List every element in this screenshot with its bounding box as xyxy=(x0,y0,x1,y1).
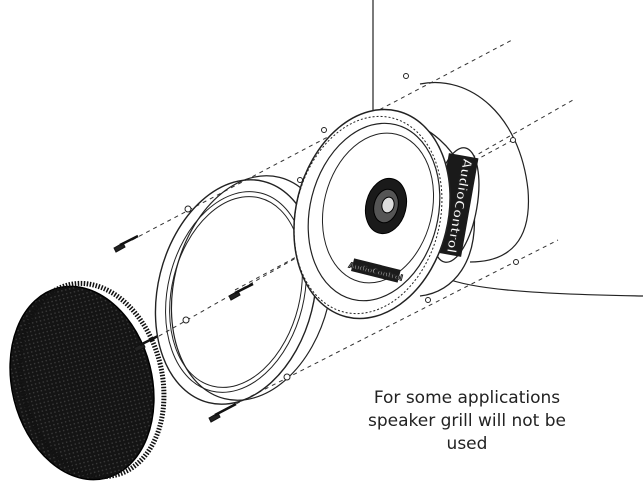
frame-hole-bottom xyxy=(425,297,431,303)
wall-cutout-outline xyxy=(419,82,530,263)
screws xyxy=(113,234,254,423)
grill-rim xyxy=(17,280,167,480)
speaker-frame-edge xyxy=(293,115,443,315)
tweeter-dome xyxy=(381,196,395,214)
ring-hole-left xyxy=(182,316,190,324)
wall-screw-mark-right xyxy=(510,137,516,143)
wall-screw-mark-bottom xyxy=(513,259,519,265)
ring-hole-top xyxy=(184,205,192,213)
speaker-cone xyxy=(321,132,435,284)
mounting-ring xyxy=(154,175,334,405)
ring-inner-2 xyxy=(169,196,303,388)
screw-top-left xyxy=(113,234,139,253)
wall-screw-mark-top xyxy=(403,73,409,79)
frame-hole-top xyxy=(321,127,327,133)
speaker-badge xyxy=(351,258,401,283)
screw-center xyxy=(228,282,254,301)
frame-hole-left xyxy=(297,177,303,183)
speaker-grill xyxy=(9,280,167,481)
speaker-surround xyxy=(307,122,441,302)
screw-middle-left xyxy=(133,334,159,353)
caption-line-3: used xyxy=(446,434,488,454)
ring-outer-front xyxy=(154,179,318,405)
caption-note: For some applications speaker grill will… xyxy=(352,387,582,456)
speaker: AudioControl AudioControl xyxy=(293,108,480,320)
wall-bottom-edge xyxy=(444,277,643,297)
screw-bottom xyxy=(208,402,237,423)
caption-line-1: For some applications xyxy=(373,388,561,408)
grill-face xyxy=(9,285,155,481)
mounting-surface xyxy=(372,0,643,297)
caption-line-2: speaker grill will not be xyxy=(368,411,566,431)
wall-screw-marks xyxy=(403,73,519,265)
ring-inner-1 xyxy=(165,191,307,393)
alignment-line-lower xyxy=(221,239,559,412)
ring-hole-bottom xyxy=(283,373,291,381)
